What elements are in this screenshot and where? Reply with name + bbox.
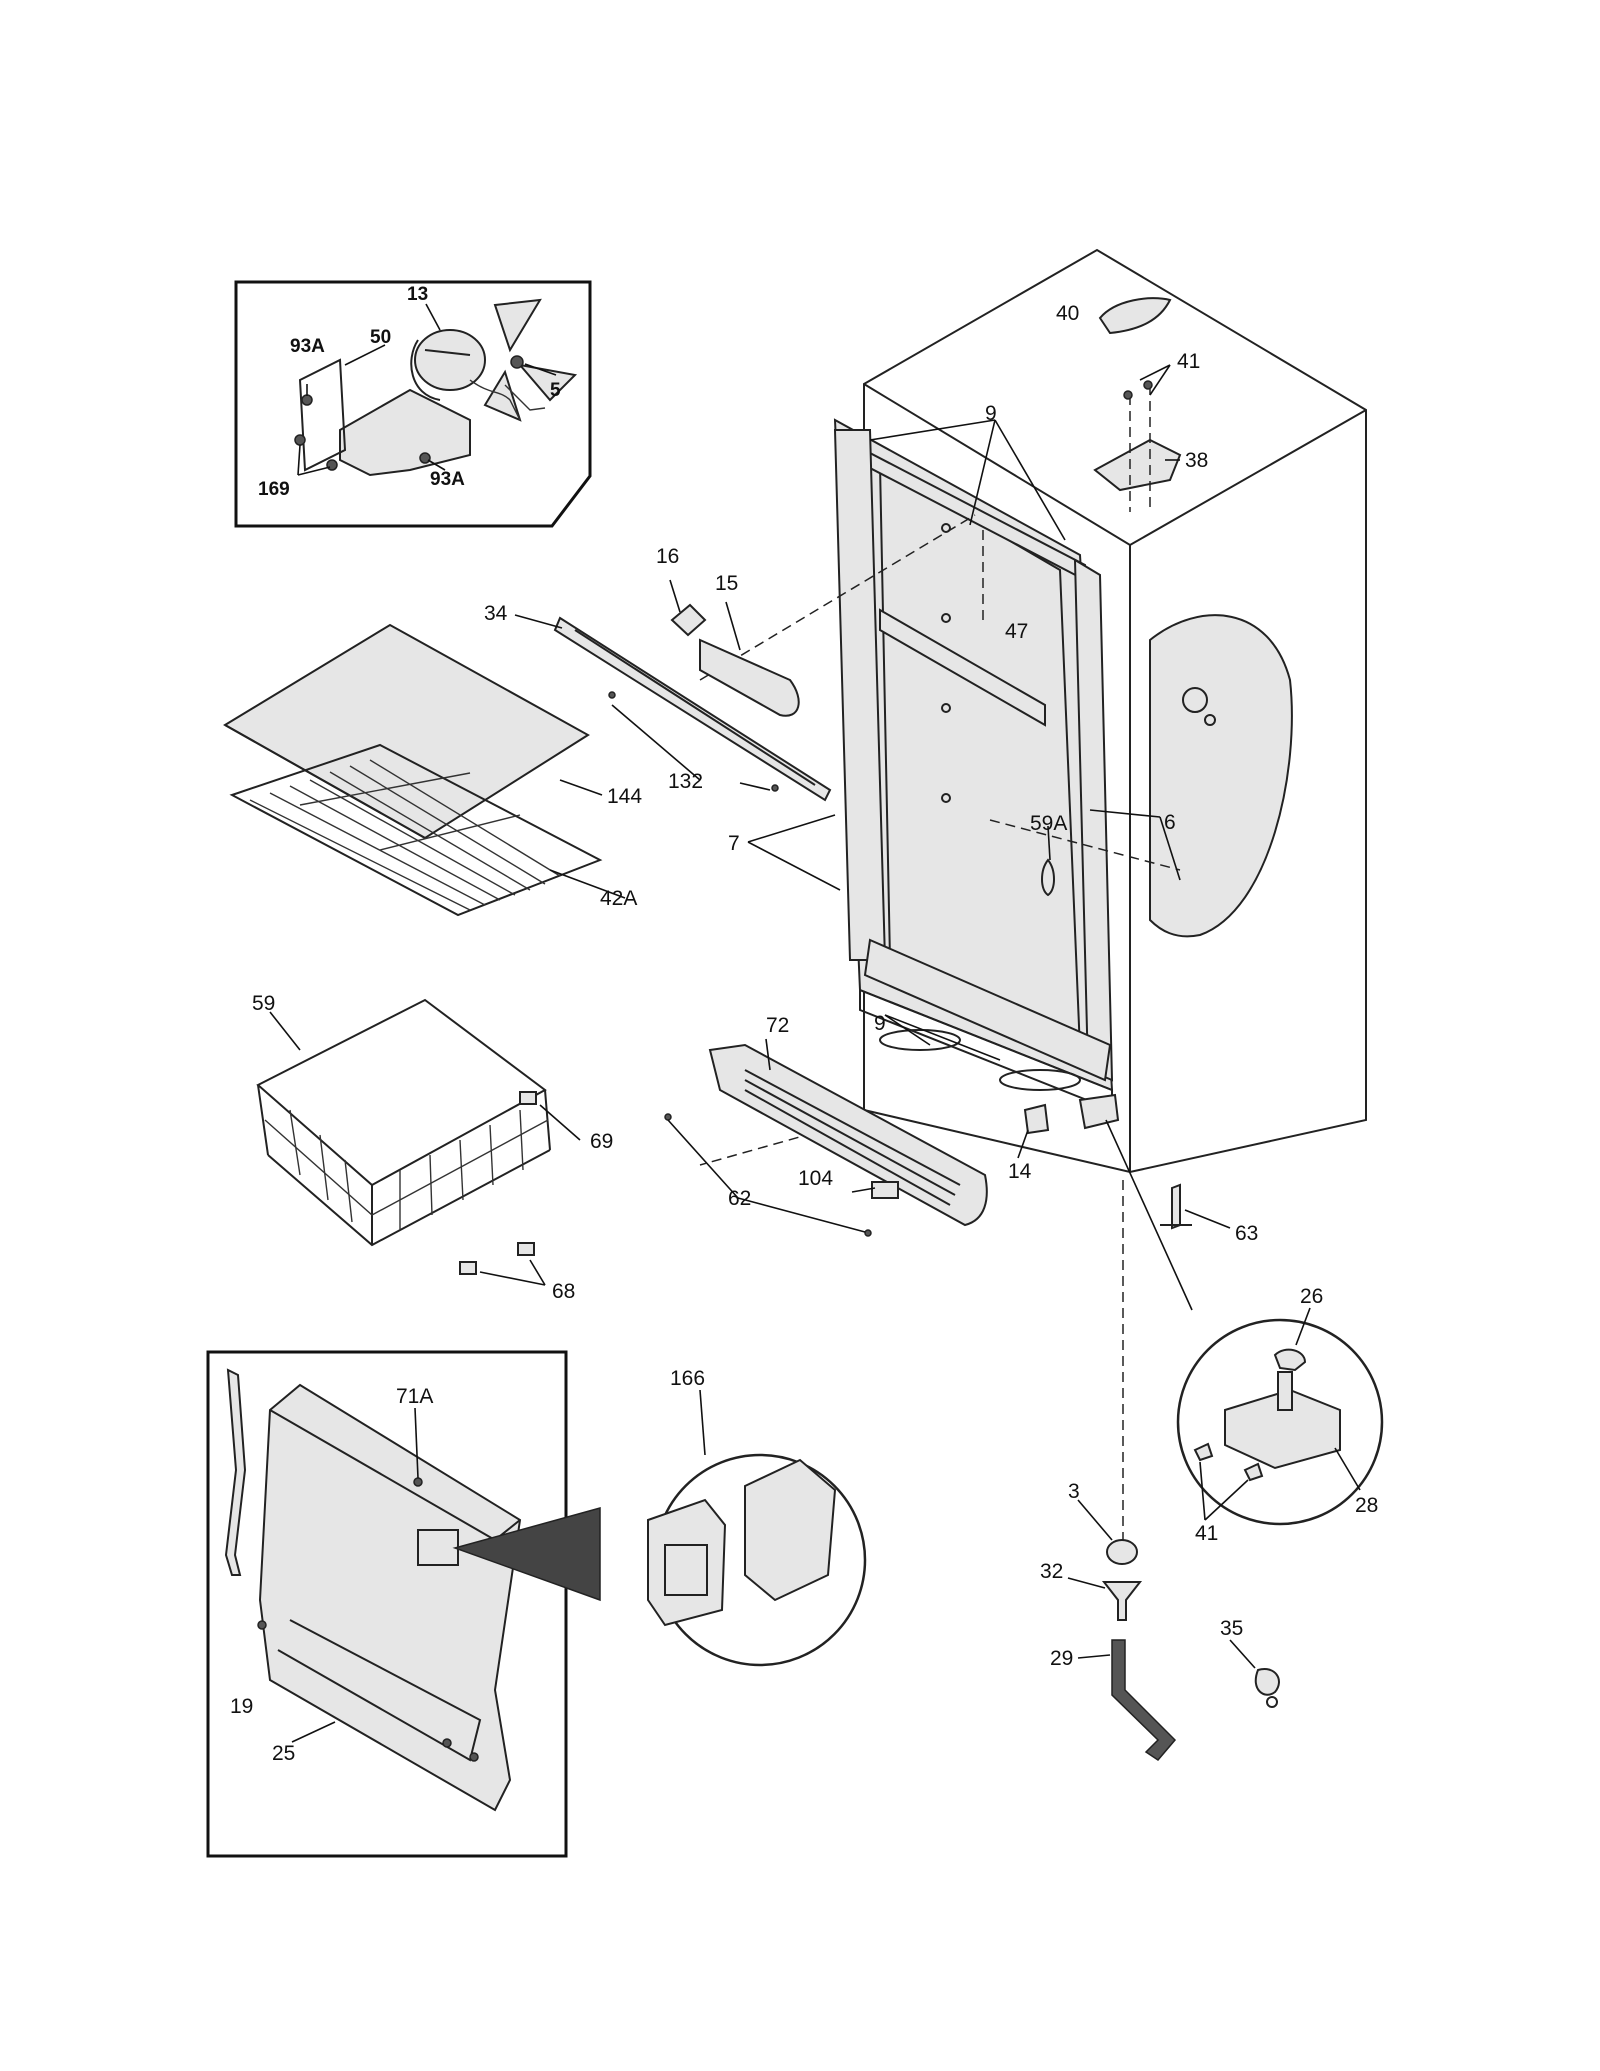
callout: 62 (728, 1187, 751, 1210)
thermostat-bracket (514, 579, 832, 802)
callout: 28 (1355, 1494, 1378, 1517)
callout: 104 (798, 1167, 833, 1190)
callout: 40 (1056, 302, 1079, 325)
callout: 93A (290, 336, 325, 357)
callout: 42A (600, 887, 637, 910)
callout: 71A (396, 1385, 433, 1408)
callout: 144 (607, 785, 642, 808)
callout: 68 (552, 1280, 575, 1303)
callout: 34 (484, 602, 508, 625)
top-hinge (1093, 297, 1182, 512)
callout: 72 (766, 1014, 789, 1037)
callout: 93A (430, 469, 465, 490)
callout: 16 (656, 545, 679, 568)
callout: 47 (1005, 620, 1028, 643)
callout: 26 (1300, 1285, 1323, 1308)
callout: 50 (370, 327, 391, 348)
callout: 6 (1164, 811, 1176, 834)
drain-assembly (1067, 1499, 1280, 1761)
bottom-hinge-detail (1176, 1307, 1384, 1526)
callout: 7 (728, 832, 740, 855)
callout: 59A (1030, 812, 1067, 835)
callout: 166 (670, 1367, 705, 1390)
callout: 3 (1068, 1480, 1080, 1503)
callout: 25 (272, 1742, 295, 1765)
callout: 14 (1008, 1160, 1032, 1183)
callout: 169 (258, 479, 290, 500)
wire-basket (256, 998, 581, 1286)
callout: 13 (407, 284, 428, 305)
callout: 38 (1185, 449, 1208, 472)
callout: 41 (1195, 1522, 1218, 1545)
gasket-leaders (747, 419, 1181, 1061)
control-detail (647, 1389, 867, 1667)
fan-motor-inset (234, 280, 592, 528)
callout: 15 (715, 572, 738, 595)
wire-shelf (229, 743, 603, 917)
callout: 35 (1220, 1617, 1243, 1640)
callout: 29 (1050, 1647, 1073, 1670)
callout: 69 (590, 1130, 613, 1153)
control-panel-inset (206, 1350, 601, 1858)
callout: 59 (252, 992, 275, 1015)
callout: 63 (1235, 1222, 1258, 1245)
callout: 5 (550, 380, 561, 401)
toe-grille (664, 1038, 1231, 1311)
freezer-cabinet (699, 248, 1367, 1540)
callout: 32 (1040, 1560, 1063, 1583)
callout: 19 (230, 1695, 253, 1718)
callout: 9 (985, 402, 997, 425)
shelves (223, 623, 626, 917)
callout: 9 (874, 1012, 886, 1035)
callout: 41 (1177, 350, 1200, 373)
callout: 132 (668, 770, 703, 793)
callout-labels: 13 93A 50 5 169 93A 40 41 38 9 16 15 34 … (230, 284, 1378, 1765)
